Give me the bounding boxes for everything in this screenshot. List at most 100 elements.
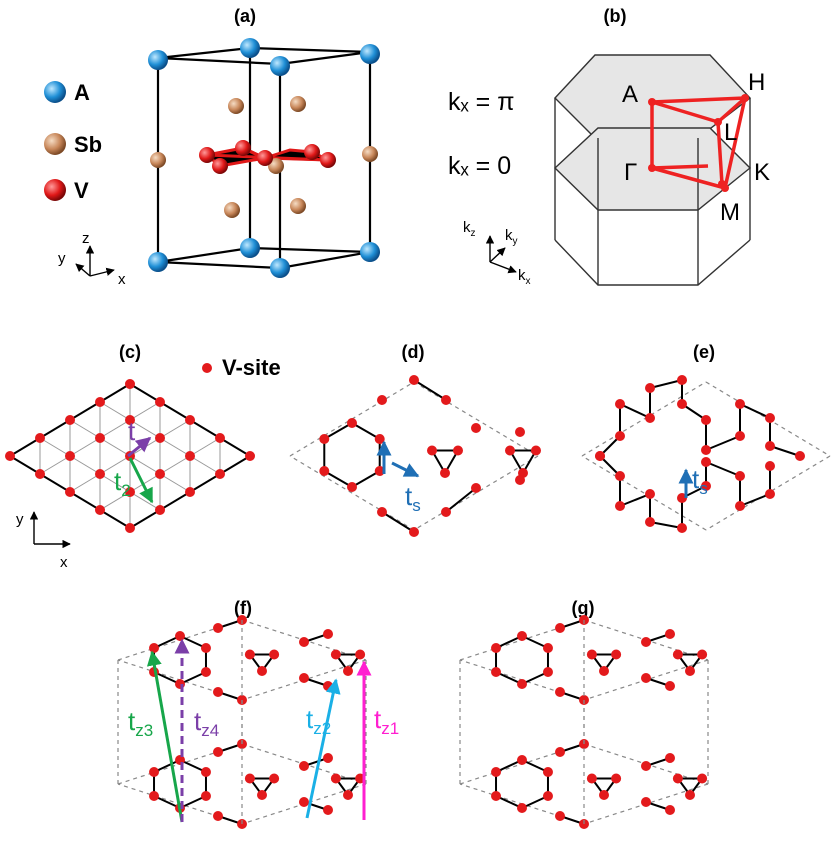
- v-site: [505, 445, 516, 456]
- v-site: [200, 791, 211, 801]
- vsite-legend-label: V-site: [222, 355, 281, 380]
- v-site: [65, 415, 75, 425]
- v-site: [765, 413, 775, 423]
- legend-marker-A: [44, 81, 66, 103]
- v-site: [735, 501, 745, 511]
- v-site: [641, 637, 651, 647]
- v-site: [586, 773, 597, 784]
- cell-boundary: [581, 381, 707, 457]
- hop-ts-label-e: ts: [692, 464, 708, 498]
- v-site: [377, 395, 387, 405]
- legend-label-Sb: Sb: [74, 132, 102, 157]
- v-site: [645, 383, 655, 393]
- bond: [649, 521, 683, 529]
- v-site: [701, 445, 711, 455]
- v-site: [155, 505, 165, 515]
- v-site: [175, 631, 185, 641]
- stacked-layers-f: [117, 615, 367, 829]
- bond: [619, 493, 651, 507]
- v-site: [615, 501, 625, 511]
- v-site: [409, 375, 419, 385]
- v-site: [795, 451, 805, 461]
- v-site: [244, 649, 255, 660]
- v-site: [257, 666, 267, 676]
- v-site: [735, 431, 745, 441]
- v-site: [200, 667, 211, 677]
- v-site: [245, 451, 255, 461]
- point-H-label: H: [748, 69, 765, 96]
- v-site: [200, 643, 211, 653]
- v-site: [343, 790, 353, 800]
- legend-label-A: A: [74, 80, 90, 105]
- v-site: [347, 418, 357, 428]
- hop-tz3-arrow: [146, 650, 184, 823]
- v-site: [530, 445, 541, 456]
- bond: [705, 461, 741, 477]
- v-site: [615, 431, 625, 441]
- v-site: [645, 517, 655, 527]
- v-site: [347, 482, 357, 492]
- v-site: [213, 747, 223, 757]
- v-site: [615, 471, 625, 481]
- v-site: [155, 397, 165, 407]
- hop-tz4-label: tz4: [194, 706, 219, 740]
- hop-tz1-label: tz1: [374, 704, 399, 738]
- point-Gamma-label: Γ: [624, 159, 637, 186]
- axis-x-label: x: [118, 271, 126, 288]
- cell-boundary: [289, 455, 415, 531]
- v-site: [95, 469, 105, 479]
- brillouin-zone: [553, 54, 752, 286]
- v-site: [65, 451, 75, 461]
- v-site: [471, 423, 481, 433]
- v-site: [517, 679, 527, 689]
- v-site: [677, 399, 687, 409]
- v-site: [330, 773, 341, 784]
- v-site: [491, 791, 502, 801]
- v-site: [343, 666, 353, 676]
- hop-ts-arrow-d2: [391, 461, 420, 478]
- breathing-lattice-d: [289, 375, 541, 537]
- v-site: [542, 791, 553, 801]
- hop-tz2-arrow: [305, 678, 341, 819]
- v-site: [213, 811, 223, 821]
- v-site: [149, 767, 160, 777]
- bond: [649, 379, 683, 389]
- point-K-label: K: [754, 159, 770, 186]
- v-site: [215, 469, 225, 479]
- v-site: [409, 527, 419, 537]
- bond: [619, 403, 651, 419]
- point-M-label: M: [720, 199, 740, 226]
- bond: [381, 511, 415, 533]
- v-site: [491, 667, 502, 677]
- v-site: [542, 767, 553, 777]
- v-site: [517, 803, 527, 813]
- v-site: [95, 397, 105, 407]
- v-site: [471, 483, 481, 493]
- v-site: [377, 507, 387, 517]
- v-site: [665, 629, 675, 639]
- v-site: [555, 623, 565, 633]
- axes-c: [29, 511, 71, 549]
- axis-kz-label: kz: [463, 219, 476, 239]
- v-site: [155, 469, 165, 479]
- bond: [769, 445, 801, 457]
- bond: [351, 422, 381, 440]
- v-site: [185, 451, 195, 461]
- cell-boundary: [413, 381, 539, 457]
- v-site: [555, 687, 565, 697]
- stacked-layers-g: [459, 615, 709, 829]
- v-site: [440, 468, 450, 478]
- v-site: [299, 637, 309, 647]
- v-site: [215, 433, 225, 443]
- bond: [739, 493, 771, 507]
- v-site: [672, 773, 683, 784]
- hop-t-arrow: [127, 436, 152, 458]
- v-site: [697, 773, 708, 784]
- legend-label-V: V: [74, 178, 89, 203]
- v-site: [599, 666, 609, 676]
- v-site: [515, 427, 525, 437]
- v-site: [665, 681, 675, 691]
- v-site: [641, 797, 651, 807]
- bond: [323, 470, 353, 488]
